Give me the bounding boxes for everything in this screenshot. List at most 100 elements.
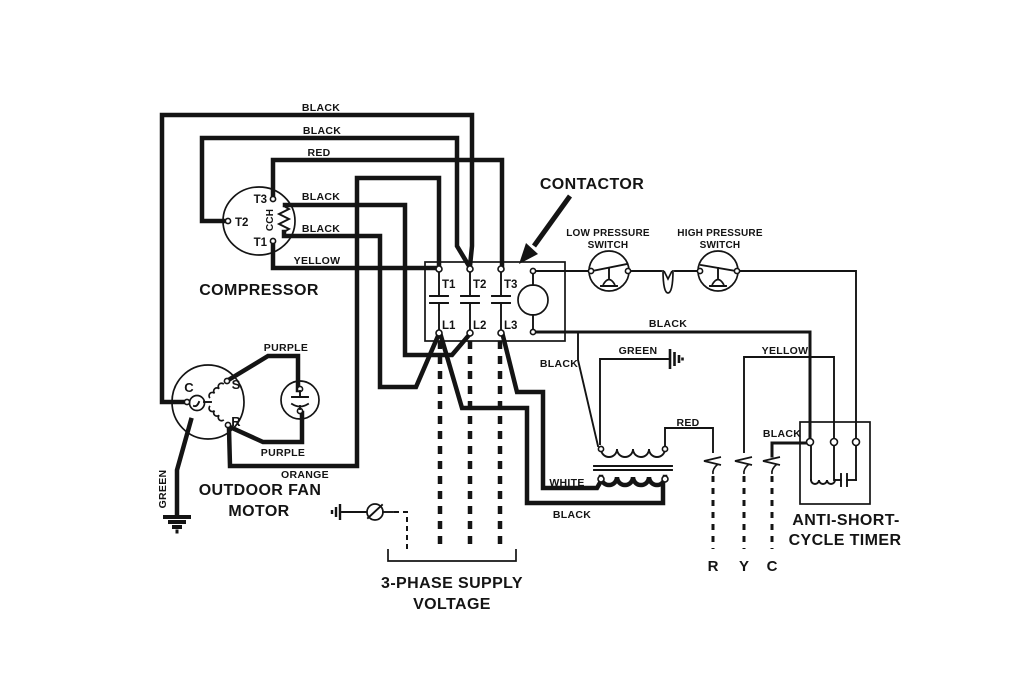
contactor-l3-label: L3 <box>504 320 517 332</box>
wire-label-black-cch-top: BLACK <box>302 191 340 203</box>
wire-label-red-t3: RED <box>307 147 330 159</box>
transformer-primary-left-terminal <box>597 445 605 453</box>
supply-bracket <box>387 549 517 562</box>
disconnect-ground-symbol <box>330 504 342 520</box>
control-wires-medium <box>535 330 812 458</box>
wire-black-compressor-t2 <box>199 135 473 270</box>
compressor-body <box>222 186 296 256</box>
wire-label-black-secondary: BLACK <box>553 509 591 521</box>
wire-white-transformer <box>500 333 605 491</box>
wire-hps-to-timer <box>738 270 857 439</box>
contactor-t2-label: T2 <box>473 279 486 291</box>
contactor-contacts <box>429 271 511 331</box>
compressor <box>222 186 296 256</box>
contactor-terminal-t2 <box>466 265 474 273</box>
fan-motor-body <box>171 364 245 440</box>
thermostat-c-label: C <box>767 558 778 575</box>
contactor <box>424 194 573 342</box>
wire-yellow-ctrl <box>743 356 835 453</box>
wire-black-cch-top <box>282 202 473 358</box>
compressor-terminal-t1 <box>269 237 277 245</box>
fan-winding-start <box>208 382 225 399</box>
fan-motor-label-line2: MOTOR <box>228 503 289 520</box>
compressor-t3-label: T3 <box>254 194 267 206</box>
contactor-terminal-t1 <box>435 265 443 273</box>
contactor-terminal-t3 <box>497 265 505 273</box>
wire-black-top-loop <box>159 112 475 405</box>
fan-terminal-c <box>183 398 191 406</box>
contactor-l2-label: L2 <box>473 320 486 332</box>
contactor-callout-arrow-shaft <box>531 194 573 248</box>
timer-label-line2: CYCLE TIMER <box>789 532 902 549</box>
thermostat-r-label: R <box>708 558 719 575</box>
contactor-t3-label: T3 <box>504 279 517 291</box>
contactor-t1-label: T1 <box>442 279 456 291</box>
fan-terminal-s <box>223 377 231 385</box>
wire-orange-fan-r <box>226 175 442 469</box>
fan-terminal-r <box>224 421 232 429</box>
chassis-ground-symbol <box>668 349 684 369</box>
fan-r-label: R <box>231 414 241 429</box>
power-wires <box>159 112 666 518</box>
compressor-terminal-t3 <box>269 195 277 203</box>
contact-pole-1 <box>429 271 449 331</box>
wire-purple-bottom <box>227 410 305 445</box>
outdoor-fan-motor <box>163 364 320 534</box>
fan-winding-run <box>208 405 225 422</box>
compressor-label: COMPRESSOR <box>199 282 319 299</box>
timer-terminal-1 <box>805 437 815 447</box>
contactor-terminal-l3 <box>497 329 505 337</box>
motor-ground-symbol <box>163 515 191 534</box>
contactor-terminal-l1 <box>435 329 443 337</box>
contactor-coil <box>517 284 549 316</box>
hps-label-line1: HIGH PRESSURE <box>677 228 763 239</box>
fan-motor-label-line1: OUTDOOR FAN <box>199 482 322 499</box>
low-pressure-switch <box>587 250 632 292</box>
thermostat-y-label: Y <box>739 558 749 575</box>
wire-purple-top <box>226 353 301 393</box>
timer-box <box>799 421 871 505</box>
spade-terminal-c <box>762 456 781 475</box>
wire-red-ctrl <box>664 427 714 453</box>
compressor-t1-label: T1 <box>254 237 268 249</box>
wire-green-motor-ground <box>174 417 194 518</box>
wire-green-ground <box>599 358 669 445</box>
wire-label-orange: ORANGE <box>281 469 329 481</box>
wire-black-c-terminal <box>770 441 808 458</box>
hps-terminal-left <box>696 267 704 275</box>
wire-label-black-cch-bottom: BLACK <box>302 223 340 235</box>
labels: BLACK BLACK RED BLACK BLACK YELLOW PURPL… <box>157 102 901 613</box>
transformer <box>593 445 673 488</box>
lps-terminal-left <box>587 267 595 275</box>
fan-capacitor-body <box>280 380 320 420</box>
thermostat-spade-terminals <box>703 456 781 549</box>
transformer-secondary-right-terminal <box>661 475 669 483</box>
wire-label-black-c-terminal: BLACK <box>763 428 801 440</box>
plug-notch <box>663 270 673 281</box>
plug-body <box>662 269 674 294</box>
contactor-callout-arrow-head <box>519 243 538 264</box>
contactor-label: CONTACTOR <box>540 176 644 193</box>
timer-label-line1: ANTI-SHORT- <box>792 512 900 529</box>
contact-pole-3 <box>491 271 511 331</box>
anti-short-cycle-timer <box>799 421 871 505</box>
contactor-coil-bottom-terminal <box>529 328 537 336</box>
compressor-terminal-t2 <box>224 217 232 225</box>
lps-bellows <box>602 278 616 286</box>
fan-overload-protector <box>188 394 206 412</box>
wire-black-primary-feed <box>577 333 600 448</box>
fan-c-label: C <box>184 380 194 395</box>
lps-label-line2: SWITCH <box>588 240 629 251</box>
contact-pole-2 <box>460 271 480 331</box>
wire-label-black-primary: BLACK <box>540 358 578 370</box>
contactor-box <box>424 261 566 342</box>
high-pressure-switch <box>696 250 741 292</box>
wire-label-purple-top: PURPLE <box>264 342 308 354</box>
compressor-t2-label: T2 <box>235 217 248 229</box>
timer-terminal-3 <box>851 437 861 447</box>
wire-black-cch-bottom <box>281 229 441 390</box>
contactor-terminal-l2 <box>466 329 474 337</box>
wire-black-transformer <box>438 333 666 506</box>
